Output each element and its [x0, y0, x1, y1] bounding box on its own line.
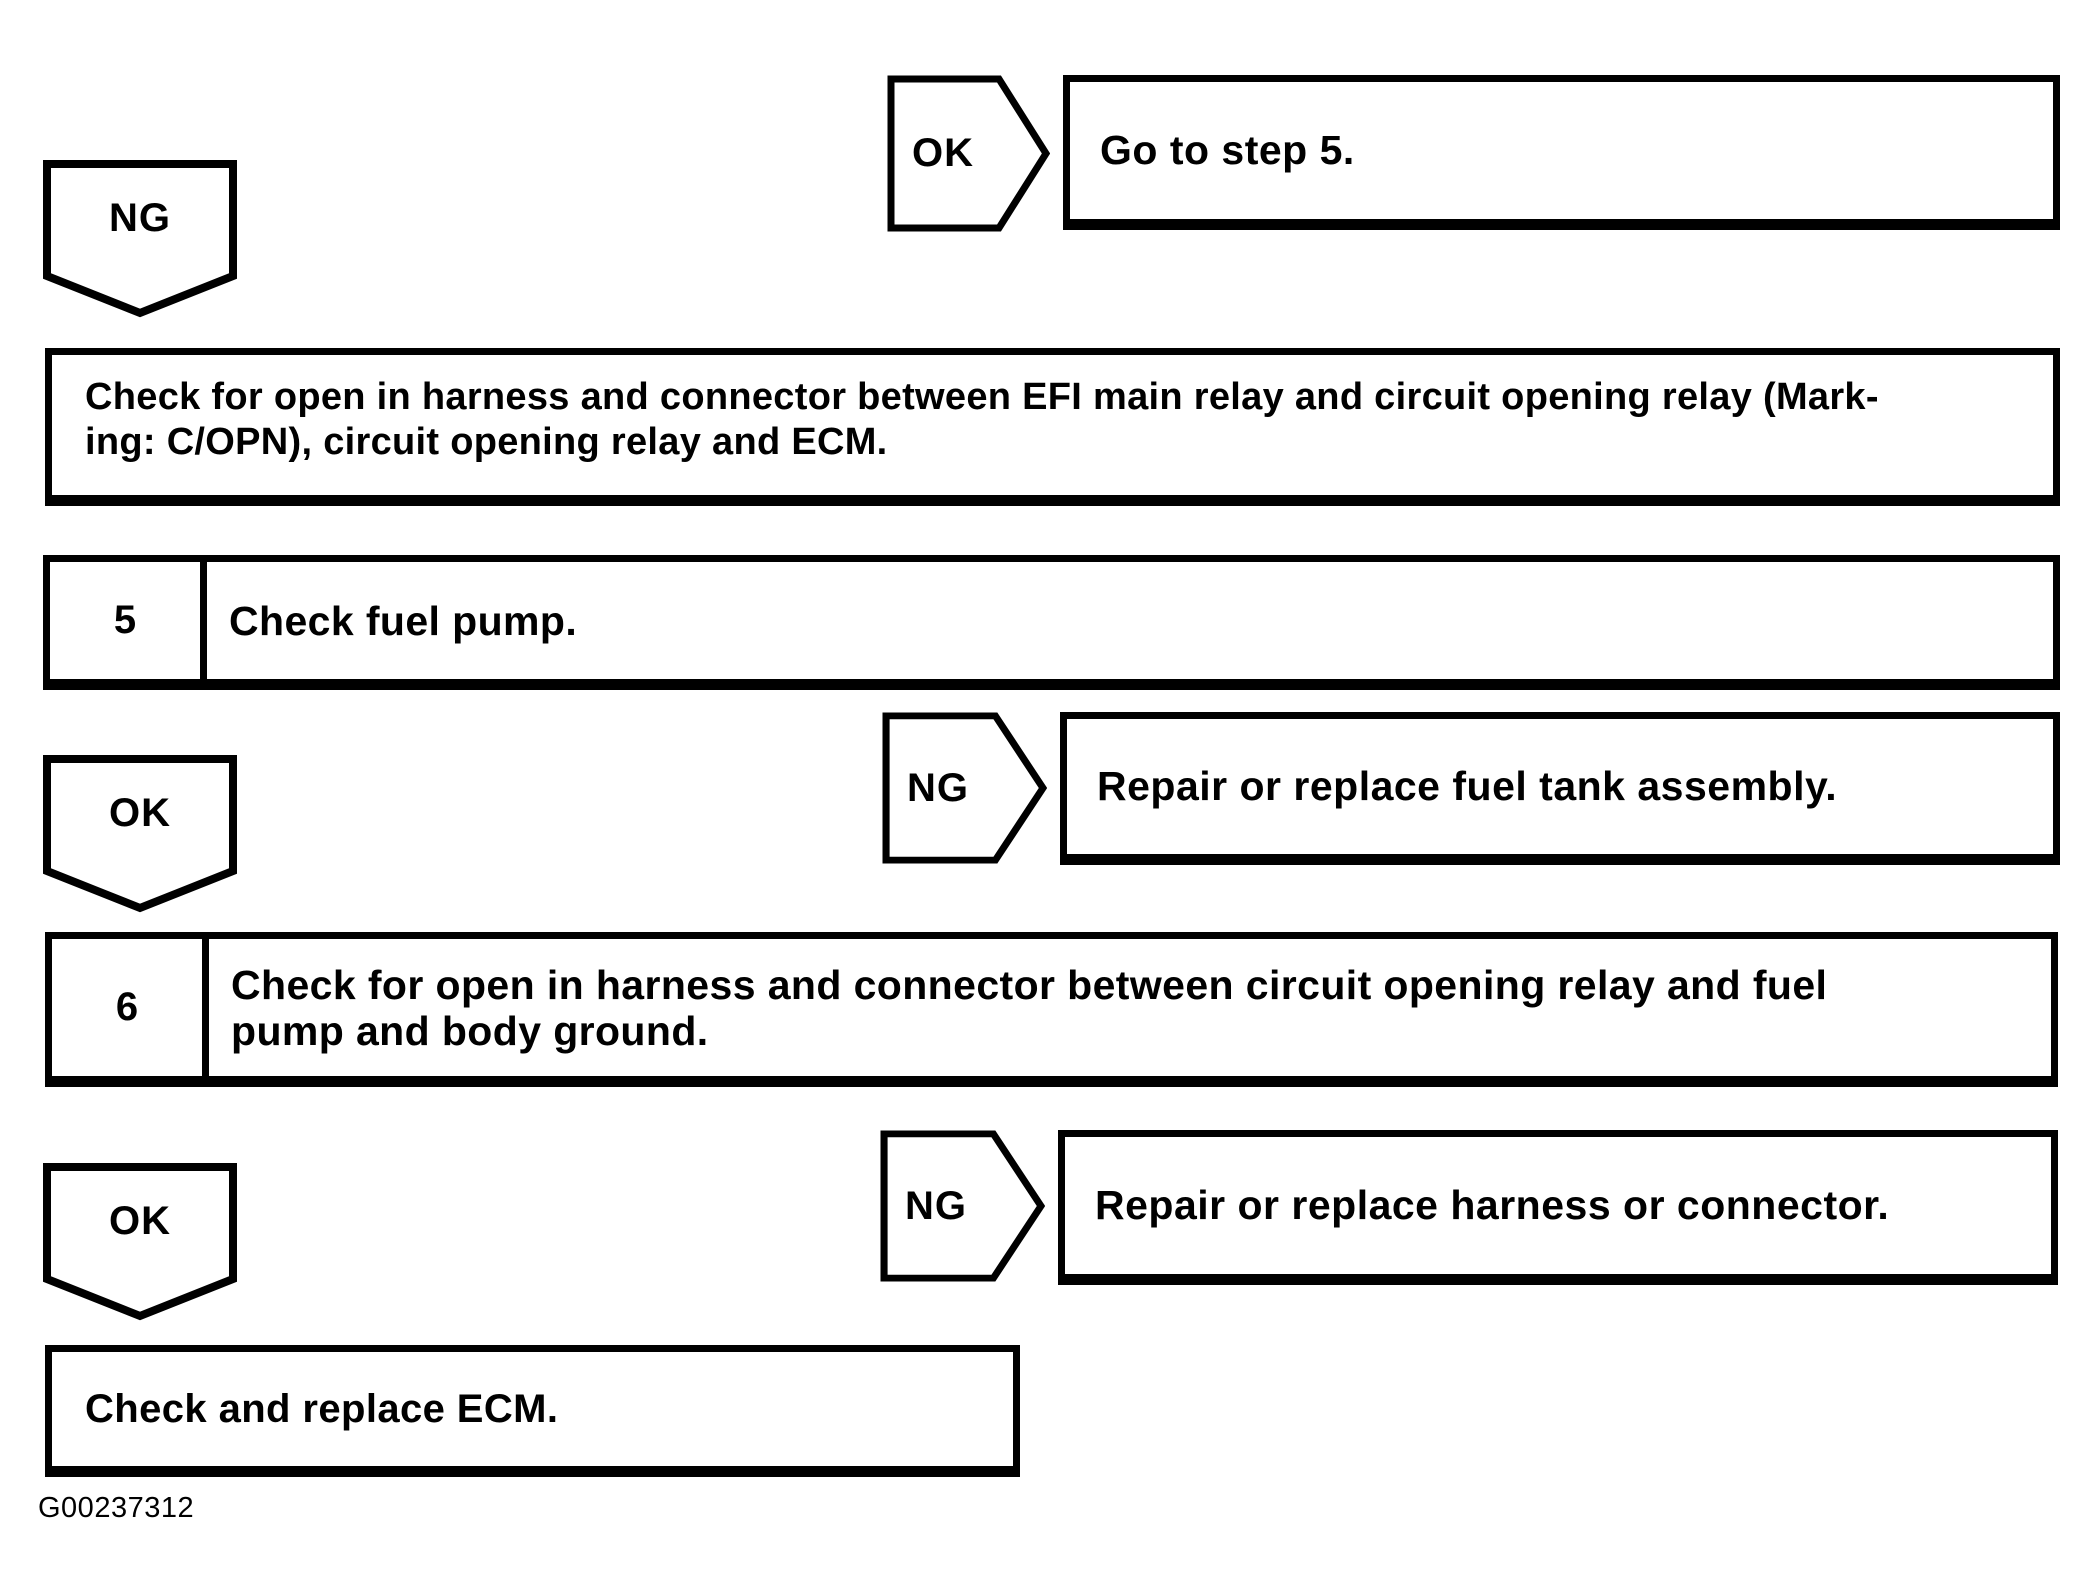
right-pentagon-shape	[880, 1130, 1045, 1282]
ng-connector-down-1: NG	[43, 160, 237, 318]
ng-connector-arrow-2: NG	[882, 712, 1047, 864]
action-box-repair-fuel-tank: Repair or replace fuel tank assembly.	[1060, 712, 2060, 865]
step-box-5: 5 Check fuel pump.	[43, 555, 2060, 690]
down-pentagon-shape	[43, 1163, 237, 1321]
action-box-goto-step-5: Go to step 5.	[1063, 75, 2060, 230]
ng-connector-label: NG	[109, 195, 171, 240]
check-box-efi-copn: Check for open in harness and connector …	[45, 348, 2060, 506]
final-text-check-replace-ecm: Check and replace ECM.	[85, 1386, 559, 1431]
ok-connector-down-1: OK	[43, 755, 237, 913]
figure-id: G00237312	[38, 1492, 195, 1524]
ng-connector-label: NG	[905, 1183, 967, 1228]
step-number-6: 6	[52, 939, 209, 1076]
ok-connector-label: OK	[109, 1198, 171, 1243]
ok-connector-down-2: OK	[43, 1163, 237, 1321]
ok-connector-arrow-1: OK	[887, 75, 1050, 232]
step-number-5: 5	[50, 562, 207, 679]
down-pentagon-shape	[43, 755, 237, 913]
step-text-5: Check fuel pump.	[229, 597, 578, 644]
right-pentagon-shape	[882, 712, 1047, 864]
action-text-repair-harness: Repair or replace harness or connector.	[1095, 1182, 1890, 1228]
step-text-6-line-2: pump and body ground.	[231, 1007, 709, 1054]
check-box-efi-copn-line-1: Check for open in harness and connector …	[85, 376, 1879, 418]
ok-connector-label: OK	[912, 131, 974, 175]
ok-connector-label: OK	[109, 790, 171, 835]
right-pentagon-shape	[887, 75, 1050, 232]
final-box-check-replace-ecm: Check and replace ECM.	[45, 1345, 1020, 1477]
ng-connector-label: NG	[907, 765, 969, 810]
action-text-repair-fuel-tank: Repair or replace fuel tank assembly.	[1097, 763, 1838, 809]
step-box-6: 6 Check for open in harness and connecto…	[45, 932, 2058, 1087]
action-text-goto-step-5: Go to step 5.	[1100, 127, 1355, 173]
step-text-6-line-1: Check for open in harness and connector …	[231, 961, 1828, 1008]
down-pentagon-shape	[43, 160, 237, 318]
ng-connector-arrow-3: NG	[880, 1130, 1045, 1282]
action-box-repair-harness: Repair or replace harness or connector.	[1058, 1130, 2058, 1285]
check-box-efi-copn-line-2: ing: C/OPN), circuit opening relay and E…	[85, 421, 888, 463]
